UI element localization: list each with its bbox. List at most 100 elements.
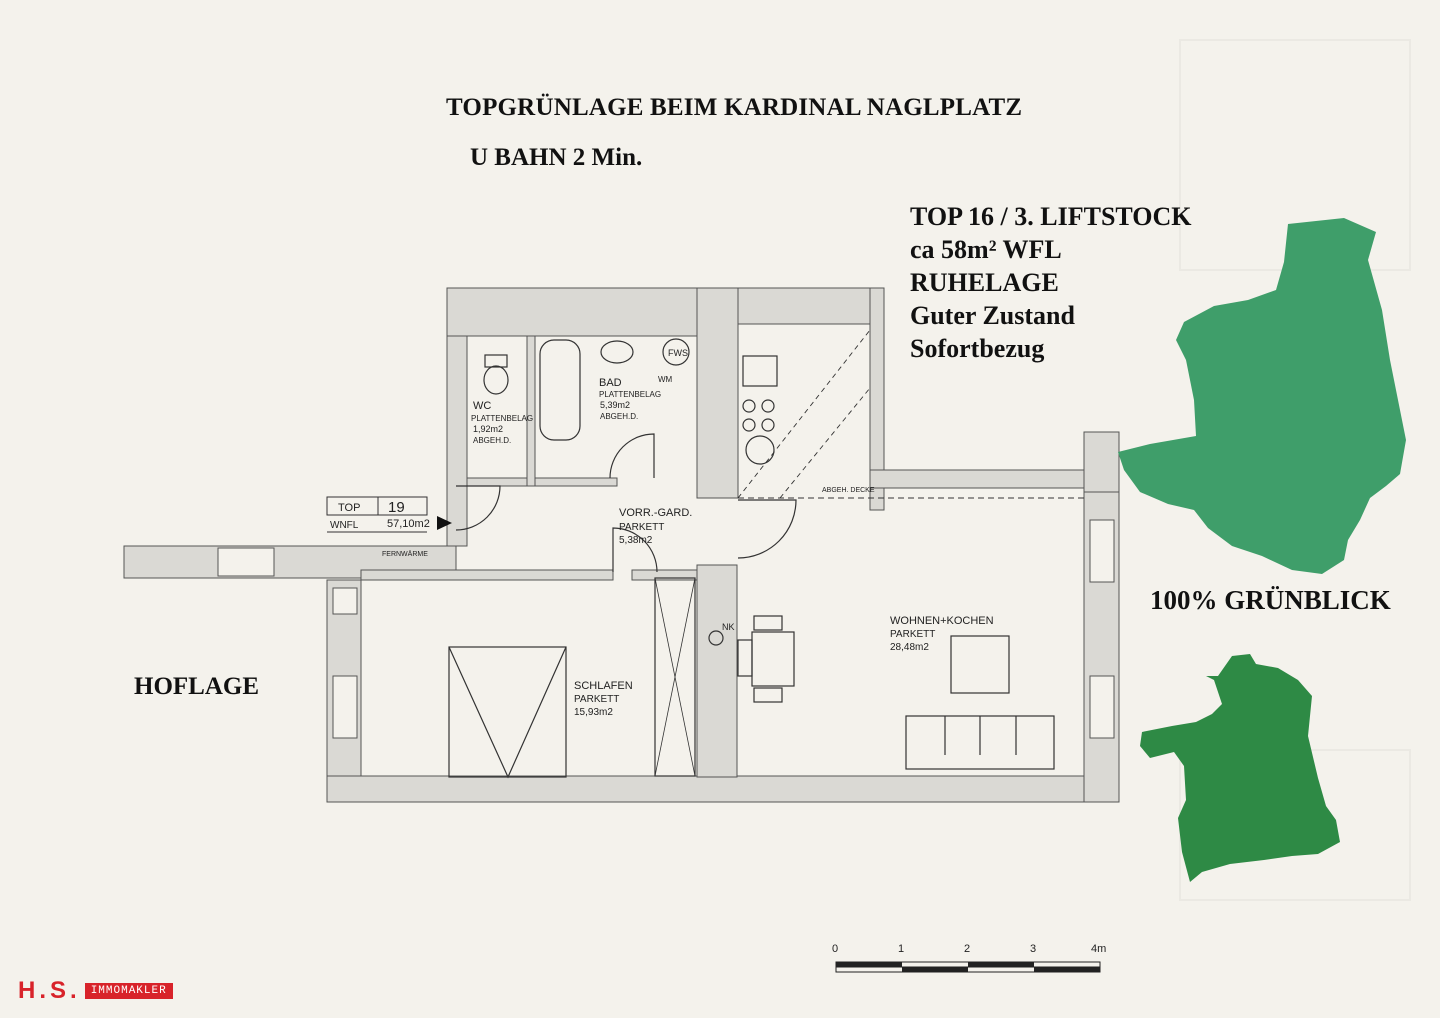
wall-top-left xyxy=(446,287,698,337)
living-furniture xyxy=(708,615,1055,770)
room-wc-area: 1,92m2 xyxy=(473,424,503,434)
fact-condition: Guter Zustand xyxy=(910,301,1075,330)
room-vorraum-floor: PARKETT xyxy=(619,522,664,533)
room-bad-floor: PLATTENBELAG xyxy=(599,390,661,399)
toilet-tank xyxy=(484,354,508,368)
scale-tick-4: 4m xyxy=(1091,943,1106,955)
room-vorraum-name: VORR.-GARD. xyxy=(619,507,692,519)
wall-shaft xyxy=(696,287,739,499)
fact-availability: Sofortbezug xyxy=(910,334,1045,363)
subline: U BAHN 2 Min. xyxy=(470,144,643,171)
stove-burner-1 xyxy=(742,399,756,413)
apartment-facts: TOP 16 / 3. LIFTSTOCK ca 58m² WFL RUHELA… xyxy=(910,200,1192,365)
room-vorraum-area: 5,38m2 xyxy=(619,535,653,546)
dining-table xyxy=(751,631,795,687)
scale-bar: 0 1 2 3 4m xyxy=(832,943,1106,973)
wall-bottom xyxy=(326,775,1120,803)
wall-wc-bad xyxy=(526,335,536,487)
wall-right xyxy=(1083,431,1120,803)
chair-bottom xyxy=(753,687,783,703)
sofa-cushions xyxy=(944,716,1017,755)
door-entry xyxy=(455,485,501,531)
wall-top-living xyxy=(869,469,1085,489)
top-number: 19 xyxy=(388,499,405,516)
room-schlafen-area: 15,93m2 xyxy=(574,707,613,718)
wall-top-kitchen xyxy=(737,287,877,325)
room-wohnen: WOHNEN+KOCHEN PARKETT 28,48m2 xyxy=(890,615,994,653)
nk-marker xyxy=(708,630,724,646)
scale-tick-1: 1 xyxy=(898,943,904,955)
wall-corner xyxy=(1083,431,1120,493)
doors xyxy=(455,433,797,573)
washbasin xyxy=(600,340,634,364)
fact-quiet: RUHELAGE xyxy=(910,268,1059,297)
room-schlafen-name: SCHLAFEN xyxy=(574,680,633,692)
chair-top xyxy=(753,615,783,631)
room-bad-name: BAD xyxy=(599,377,622,389)
room-wohnen-floor: PARKETT xyxy=(890,629,935,640)
door-bedroom xyxy=(612,527,658,573)
sink xyxy=(742,355,778,387)
corridor-window xyxy=(217,547,275,577)
bathtub xyxy=(539,339,581,441)
walls xyxy=(123,287,1120,803)
room-bad-note: ABGEH.D. xyxy=(600,412,638,421)
room-schlafen-floor: PARKETT xyxy=(574,694,619,705)
room-wc-floor: PLATTENBELAG xyxy=(471,414,533,423)
headline: TOPGRÜNLAGE BEIM KARDINAL NAGLPLATZ xyxy=(446,94,1023,121)
wnfl-label: WNFL xyxy=(330,520,359,531)
scale-tick-0: 0 xyxy=(832,943,838,955)
stove-burner-3 xyxy=(742,418,756,432)
logo-brand: H.S. xyxy=(18,977,81,1004)
green-area-upper xyxy=(1118,218,1406,574)
toilet xyxy=(483,365,509,395)
bed xyxy=(448,646,567,778)
room-vorraum: VORR.-GARD. PARKETT 5,38m2 xyxy=(619,507,692,546)
ceiling-dashed-lines xyxy=(737,329,871,499)
room-bad-area: 5,39m2 xyxy=(600,400,630,410)
window-right-2 xyxy=(1089,675,1115,739)
room-wc: WC PLATTENBELAG 1,92m2 ABGEH.D. xyxy=(471,400,533,445)
fact-area: ca 58m² WFL xyxy=(910,235,1062,264)
green-area-lower xyxy=(1140,654,1340,882)
logo-tagline: IMMOMAKLER xyxy=(84,983,173,999)
top-box: TOP 19 WNFL 57,10m2 xyxy=(326,496,430,533)
chair-left xyxy=(737,639,753,677)
top-label: TOP xyxy=(338,502,360,514)
wall-kitchen-right xyxy=(869,287,885,511)
windows xyxy=(217,519,1115,739)
scale-tick-3: 3 xyxy=(1030,943,1036,955)
stove-burner-4 xyxy=(761,418,775,432)
bed-cover xyxy=(448,646,567,779)
wall-bad-bottom xyxy=(534,477,618,487)
entry-arrow-icon xyxy=(437,516,452,530)
room-bad: BAD PLATTENBELAG 5,39m2 ABGEH.D. xyxy=(599,377,661,421)
kitchen-appliance xyxy=(745,435,775,465)
window-left-1 xyxy=(332,587,358,615)
coffee-table xyxy=(950,635,1010,694)
room-schlafen: SCHLAFEN PARKETT 15,93m2 xyxy=(574,680,633,718)
wardrobe-cross xyxy=(654,577,696,777)
scale-tick-2: 2 xyxy=(964,943,970,955)
wm-label: WM xyxy=(658,375,673,384)
wall-bedroom-living xyxy=(696,564,738,778)
wall-wc-bottom xyxy=(466,477,528,487)
room-wohnen-name: WOHNEN+KOCHEN xyxy=(890,615,994,627)
fws-label: FWS xyxy=(668,348,688,358)
bath-fixtures xyxy=(483,338,690,441)
door-living xyxy=(737,499,797,559)
nk-label: NK xyxy=(722,622,735,632)
window-right-1 xyxy=(1089,519,1115,583)
door-bath xyxy=(609,433,655,479)
fernwaerme-label: FERNWÄRME xyxy=(382,550,428,558)
hoflage-label: HOFLAGE xyxy=(134,673,260,700)
gruenblick-label: 100% GRÜNBLICK xyxy=(1150,585,1391,615)
wnfl-value: 57,10m2 xyxy=(387,518,430,530)
company-logo: H.S. IMMOMAKLER xyxy=(18,977,173,1004)
bedroom-furniture xyxy=(448,577,696,779)
washing-machine xyxy=(662,338,690,366)
room-wc-note: ABGEH.D. xyxy=(473,436,511,445)
fact-top: TOP 16 / 3. LIFTSTOCK xyxy=(910,202,1192,231)
